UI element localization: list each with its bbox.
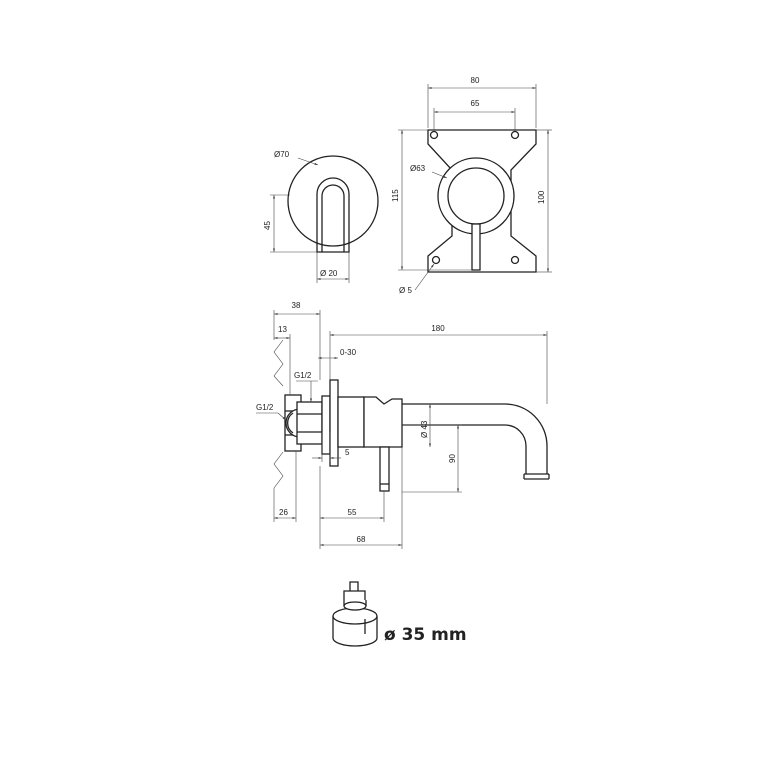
body-ring-outer [437,157,515,235]
spout-outer [402,403,548,474]
dim-5: 5 [345,448,350,457]
wall-break-bottom [273,451,284,489]
dim-90: 90 [448,454,457,463]
dim-26: 26 [279,508,288,517]
spout-inner [402,424,527,474]
label-g12-top: G1/2 [294,371,312,380]
side-lever [379,446,390,492]
side-view: 38 13 180 0-30 G1/2 G1/2 5 Ø 43 90 [256,301,550,549]
dim-180: 180 [431,324,445,333]
front-view-rosette: Ø70 45 Ø 20 [263,150,379,283]
dim-diameter-70: Ø70 [274,150,290,159]
dim-diameter-43: Ø 43 [420,420,429,438]
label-g12-left: G1/2 [256,403,274,412]
rosette-plate [287,155,379,247]
rear-view-bracket: 80 65 115 100 Ø63 Ø 5 [391,76,552,295]
dim-width-65: 65 [471,99,480,108]
dim-width-80: 80 [471,76,480,85]
dim-height-100: 100 [537,190,546,204]
dim-diameter-20: Ø 20 [320,269,338,278]
cartridge-size-label: ø 35 mm [384,625,467,645]
dim-68: 68 [357,535,366,544]
wall-break-top [273,339,284,387]
dim-38: 38 [292,301,301,310]
dim-13: 13 [278,325,287,334]
dim-diameter-5: Ø 5 [399,286,412,295]
wall-plate [329,379,339,467]
rear-lever [471,223,481,271]
dim-55: 55 [348,508,357,517]
cartridge-icon [332,581,378,647]
lever-handle [316,177,350,253]
dim-0-30: 0-30 [340,348,357,357]
dim-diameter-63: Ø63 [410,164,426,173]
dim-height-45: 45 [263,221,272,230]
dim-height-115: 115 [391,189,400,202]
